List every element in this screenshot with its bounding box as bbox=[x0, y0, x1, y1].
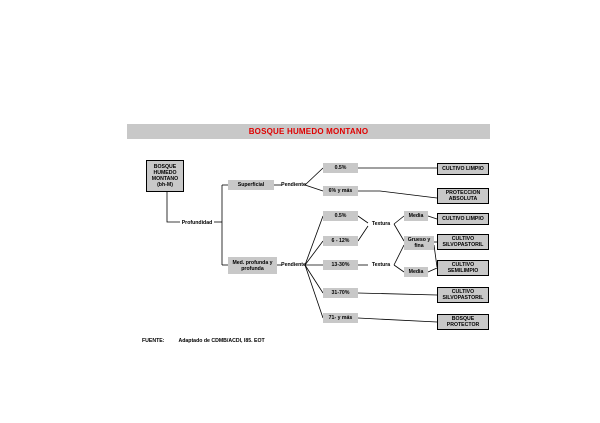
slope-box-prof-1: 0.5% bbox=[323, 211, 358, 221]
result-cultivo-limpio-1: CULTIVO LIMPIO bbox=[437, 163, 489, 175]
slope-box-prof-2: 6 - 12% bbox=[323, 236, 358, 246]
slope-box-prof-5: 71- y más bbox=[323, 313, 358, 323]
root-box: BOSQUE HUMEDO MONTANO (bh-M) bbox=[146, 160, 184, 192]
result-cultivo-silvopastoril-1: CULTIVO SILVOPASTORIL bbox=[437, 234, 489, 250]
result-cultivo-semilimpio: CULTIVO SEMILIMPIO bbox=[437, 260, 489, 276]
media-box-2: Media bbox=[404, 267, 428, 277]
result-cultivo-limpio-2: CULTIVO LIMPIO bbox=[437, 213, 489, 225]
textura-label-1: Textura bbox=[371, 221, 391, 227]
slope-box-sup-1: 0.5% bbox=[323, 163, 358, 173]
med-profunda-box: Med. profunda y profunda bbox=[228, 257, 277, 274]
slope-box-sup-2: 6% y más bbox=[323, 186, 358, 196]
slope-box-prof-3: 13-30% bbox=[323, 260, 358, 270]
slope-box-prof-4: 31-70% bbox=[323, 288, 358, 298]
media-box-1: Media bbox=[404, 211, 428, 221]
pendiente-label-1: Pendiente bbox=[281, 182, 306, 188]
result-proteccion-absoluta: PROTECCION ABSOLUTA bbox=[437, 188, 489, 204]
source-label: FUENTE: bbox=[142, 338, 165, 344]
source-text: Adaptado de CDMB/ACDI, l85. EOT bbox=[178, 338, 265, 344]
result-bosque-protector: BOSQUE PROTECTOR bbox=[437, 314, 489, 330]
pendiente-label-2: Pendiente bbox=[281, 262, 306, 268]
diagram-title: BOSQUE HUMEDO MONTANO bbox=[127, 124, 490, 139]
profundidad-label: Profundidad bbox=[181, 219, 213, 226]
grueso-fina-box: Grueso y fina bbox=[404, 236, 434, 250]
textura-label-2: Textura bbox=[371, 262, 391, 268]
result-cultivo-silvopastoril-2: CULTIVO SILVOPASTORIL bbox=[437, 287, 489, 303]
superficial-box: Superficial bbox=[228, 180, 274, 190]
source-note: FUENTE: Adaptado de CDMB/ACDI, l85. EOT bbox=[142, 338, 265, 344]
